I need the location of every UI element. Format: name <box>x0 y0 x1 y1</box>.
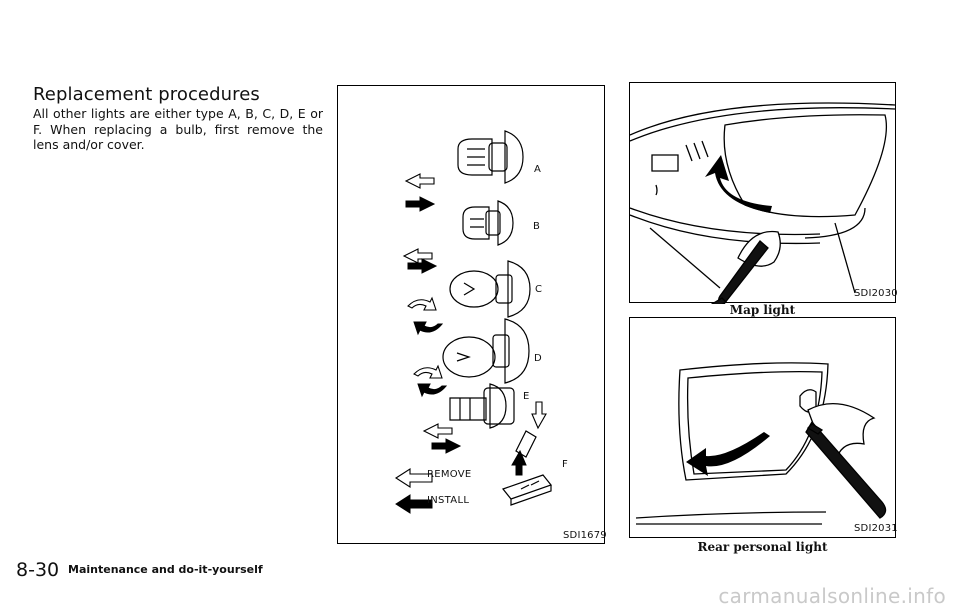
bulb-f-small-illustration <box>515 430 537 458</box>
bulb-a-illustration <box>457 130 524 184</box>
rear-light-illustration <box>635 362 887 525</box>
bulb-e-illustration <box>449 383 515 429</box>
map-light-figure: SDI2030 <box>629 82 898 304</box>
section-heading: Replacement procedures <box>33 84 260 105</box>
legend-install-label: INSTALL <box>427 495 470 506</box>
figure-code: SDI1679 <box>563 530 607 541</box>
bulb-label-b: B <box>533 221 540 232</box>
footer-section-name: Maintenance and do-it-yourself <box>68 563 263 576</box>
bulb-f-illustration <box>502 474 552 506</box>
bulb-d-illustration <box>442 318 530 384</box>
legend-remove-label: REMOVE <box>427 469 472 480</box>
body-paragraph: All other lights are either type A, B, C… <box>33 106 323 152</box>
rear-light-figure: SDI2031 <box>629 317 898 538</box>
bulb-label-c: C <box>535 284 542 295</box>
bulb-types-illustration <box>394 130 552 514</box>
bulb-label-d: D <box>534 353 542 364</box>
map-light-caption: Map light <box>729 303 796 317</box>
map-light-code: SDI2030 <box>854 288 898 299</box>
bulb-types-figure: A B C D E F REMOVE INSTALL SDI1679 <box>337 85 607 544</box>
bulb-b-illustration <box>462 200 514 246</box>
rear-light-code: SDI2031 <box>854 523 898 534</box>
map-light-illustration <box>630 102 896 304</box>
bulb-label-a: A <box>534 164 541 175</box>
bulb-label-e: E <box>523 391 530 402</box>
bulb-label-f: F <box>562 459 568 470</box>
bulb-c-illustration <box>449 260 531 318</box>
watermark: carmanualsonline.info <box>718 584 946 608</box>
page-number: 8-30 <box>16 559 60 581</box>
rear-light-caption: Rear personal light <box>697 540 828 554</box>
